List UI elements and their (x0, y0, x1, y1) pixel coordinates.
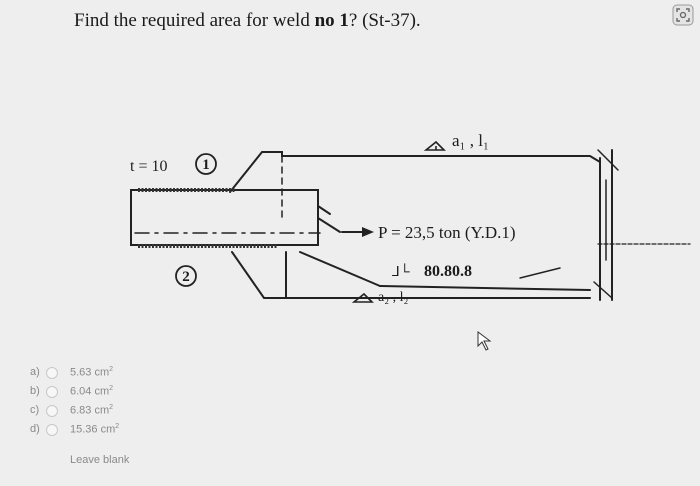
weld-2-symbol: a₂ , l₂ (378, 290, 408, 305)
option-letter: c) (30, 404, 40, 416)
radio-button[interactable] (46, 405, 58, 417)
option-letter: a) (30, 366, 40, 378)
load-arrow (362, 227, 374, 237)
radio-button[interactable] (46, 424, 58, 436)
question-suffix: ? (St-37). (348, 10, 421, 31)
weld-1-circle (195, 153, 217, 175)
option-text: 5.63 cm2 (70, 366, 114, 379)
weld-2-circle (175, 265, 197, 287)
question-bold: no 1 (314, 10, 349, 31)
weld-2-triangle (351, 292, 374, 303)
question-prefix: Find the required area for weld (74, 10, 315, 31)
weld-1-symbol: a₁ , l₁ (452, 131, 489, 150)
weld-1-number: 1 (202, 157, 210, 173)
angle-symbol: ⅃└ (392, 263, 410, 280)
weld-2-number: 2 (182, 269, 190, 285)
option-letter: b) (30, 385, 40, 397)
angle-upper (229, 151, 601, 193)
radio-button[interactable] (46, 386, 58, 398)
option-text: 15.36 cm2 (70, 423, 120, 436)
radio-button[interactable] (46, 367, 58, 379)
option-text: 6.83 cm2 (70, 404, 114, 417)
load-label: P = 23,5 ton (Y.D.1) (378, 223, 516, 242)
option-letter: d) (30, 423, 40, 435)
scan-icon[interactable] (672, 4, 694, 26)
weld-1-triangle (423, 140, 446, 151)
leave-blank-option[interactable]: Leave blank (70, 454, 130, 466)
question-text: Find the required area for weld no 1? (S… (74, 10, 421, 32)
gusset-plate (130, 189, 319, 246)
angle-lower (231, 251, 287, 299)
angle-label: 80.80.8 (424, 263, 472, 280)
option-text: 6.04 cm2 (70, 385, 114, 398)
thickness-label: t = 10 (130, 158, 167, 175)
cursor-icon (477, 331, 492, 351)
